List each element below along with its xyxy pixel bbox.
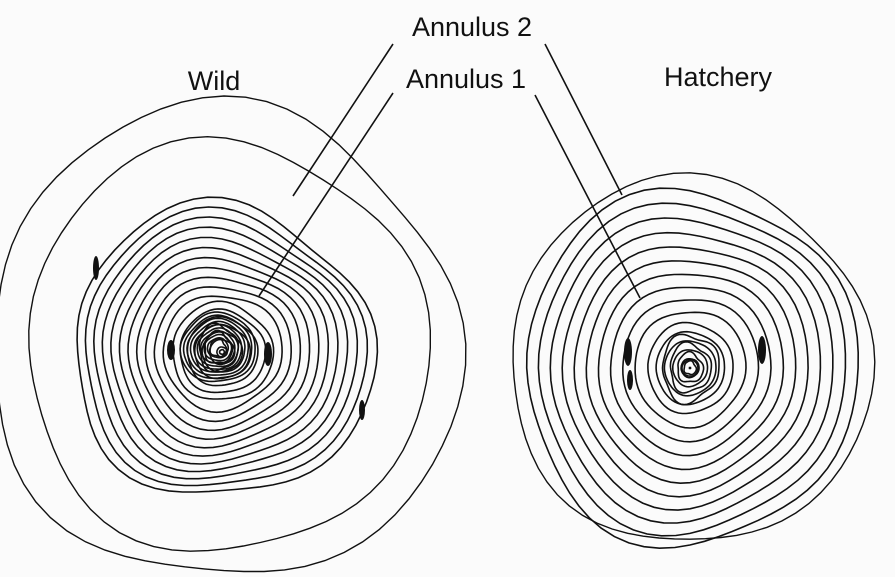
annulus-1-leader-wild (259, 93, 393, 296)
wild-circulus (220, 350, 225, 355)
hatchery-annulus-mark (624, 338, 632, 366)
wild-circulus (102, 227, 347, 471)
hatchery-circulus (635, 312, 746, 428)
wild-scale (0, 96, 466, 572)
hatchery-circulus (623, 300, 759, 442)
hatchery-annulus-mark (758, 336, 766, 364)
hatchery-label: Hatchery (664, 62, 773, 92)
annulus-2-label: Annulus 2 (412, 12, 532, 42)
wild-annulus-mark (93, 256, 99, 280)
wild-label: Wild (188, 66, 241, 96)
hatchery-circulus (690, 368, 691, 369)
hatchery-circulus (550, 218, 833, 523)
hatchery-circulus (586, 261, 795, 483)
wild-annulus-mark (264, 342, 272, 366)
hatchery-annulus-mark (627, 370, 633, 390)
wild-annulus-mark (167, 340, 175, 360)
hatchery-scale (513, 173, 875, 548)
hatchery-circulus (538, 203, 845, 536)
annulus-2-leader-hatchery (545, 44, 622, 195)
annulus-1-label: Annulus 1 (406, 64, 526, 94)
wild-annulus-mark (359, 400, 365, 420)
hatchery-circulus (599, 274, 784, 469)
hatchery-circulus (574, 247, 808, 497)
